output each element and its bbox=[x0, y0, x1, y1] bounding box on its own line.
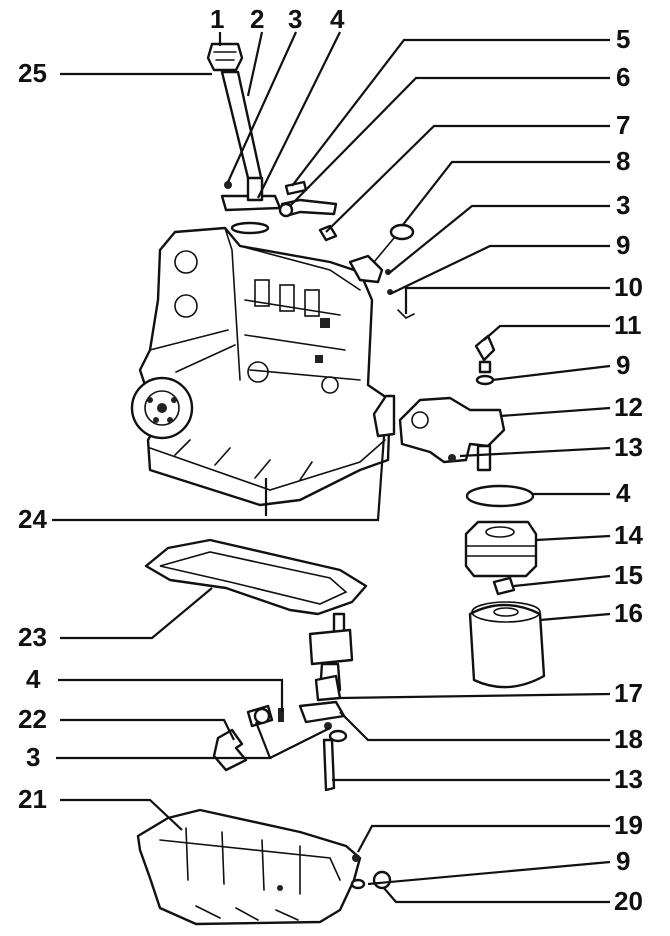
callout-15: 15 bbox=[614, 560, 643, 590]
callout-11: 11 bbox=[614, 310, 642, 340]
pickup-tube bbox=[212, 704, 284, 772]
callout-1: 1 bbox=[210, 4, 224, 34]
callout-13-bottom: 13 bbox=[614, 764, 643, 794]
callout-3-top: 3 bbox=[288, 4, 302, 34]
callout-18: 18 bbox=[614, 724, 643, 754]
callout-4-right: 4 bbox=[616, 478, 631, 508]
oil-filter-bracket bbox=[398, 396, 506, 472]
callout-4-top: 4 bbox=[330, 4, 345, 34]
callout-7: 7 bbox=[616, 110, 630, 140]
callout-3-right: 3 bbox=[616, 190, 630, 220]
oil-filter bbox=[468, 601, 546, 689]
oil-level-sensor bbox=[372, 394, 396, 438]
filter-nipple bbox=[492, 576, 516, 596]
oil-pan-gasket bbox=[144, 538, 368, 616]
oil-filler-assembly bbox=[206, 42, 282, 235]
callout-9-top: 9 bbox=[616, 230, 630, 260]
callout-labels: 1 2 3 4 25 5 6 7 8 3 9 10 11 9 12 13 4 1… bbox=[18, 4, 643, 916]
callout-22: 22 bbox=[18, 704, 47, 734]
callout-20: 20 bbox=[614, 886, 643, 916]
callout-14: 14 bbox=[614, 520, 643, 550]
callout-9-mid: 9 bbox=[616, 350, 630, 380]
oil-pump bbox=[298, 612, 354, 792]
callout-19: 19 bbox=[614, 810, 643, 840]
leader-lines bbox=[52, 31, 611, 904]
oil-cooler bbox=[464, 520, 538, 578]
o-ring bbox=[465, 484, 535, 508]
callout-2: 2 bbox=[250, 4, 264, 34]
callout-5: 5 bbox=[616, 24, 630, 54]
callout-25: 25 bbox=[18, 58, 47, 88]
callout-16: 16 bbox=[614, 598, 643, 628]
engine-block bbox=[130, 226, 392, 507]
oil-pressure-switch bbox=[474, 334, 496, 386]
callout-24: 24 bbox=[18, 504, 47, 534]
callout-10: 10 bbox=[614, 272, 643, 302]
callout-3-left: 3 bbox=[26, 742, 40, 772]
breather-parts bbox=[278, 180, 338, 242]
callout-23: 23 bbox=[18, 622, 47, 652]
callout-9-bottom: 9 bbox=[616, 846, 630, 876]
callout-6: 6 bbox=[616, 62, 630, 92]
callout-17: 17 bbox=[614, 678, 643, 708]
oil-pan bbox=[136, 808, 362, 926]
callout-12: 12 bbox=[614, 392, 643, 422]
callout-8: 8 bbox=[616, 146, 630, 176]
callout-13-top: 13 bbox=[614, 432, 643, 462]
callout-4-left: 4 bbox=[26, 664, 41, 694]
callout-21: 21 bbox=[18, 784, 47, 814]
dipstick-sender bbox=[348, 223, 415, 319]
